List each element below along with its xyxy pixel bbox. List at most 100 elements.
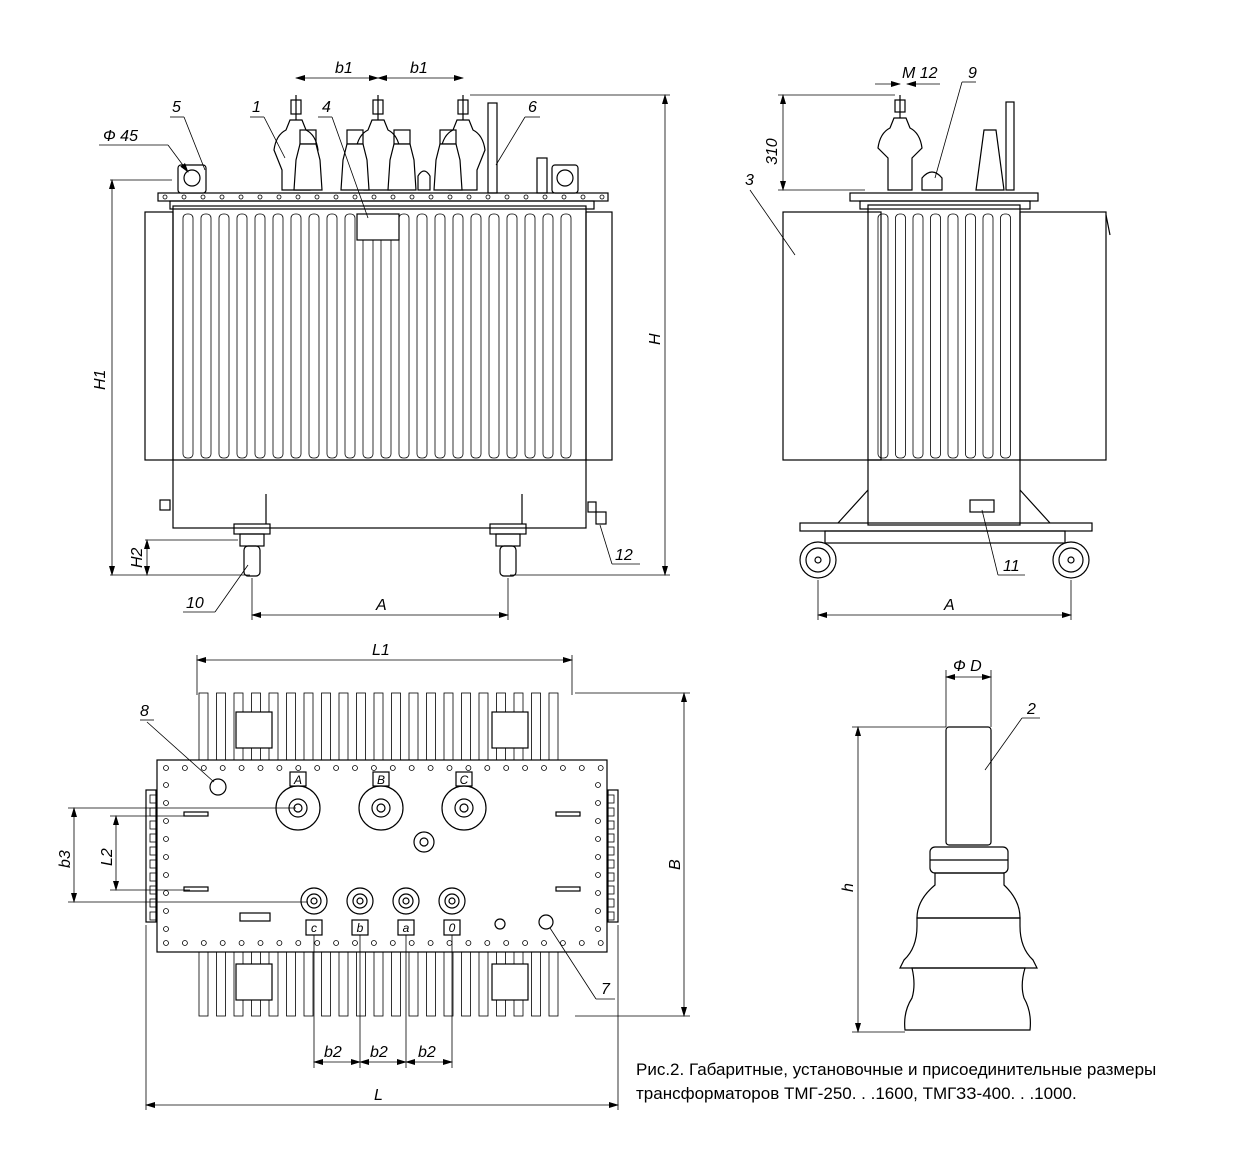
bottom-fin bbox=[548, 951, 559, 1017]
plate-bolt bbox=[427, 940, 434, 946]
cover-bolt bbox=[447, 194, 453, 200]
plate-bolt bbox=[181, 765, 188, 771]
plate-bolt bbox=[408, 940, 415, 946]
base-frame bbox=[799, 522, 1093, 532]
callout-2: 2 bbox=[1026, 701, 1036, 718]
gauge-pipe bbox=[487, 102, 498, 194]
dim-L1: L1 bbox=[372, 642, 390, 659]
top-fin bbox=[478, 692, 489, 761]
cover-bolt bbox=[200, 194, 206, 200]
plate-bolt bbox=[595, 782, 601, 788]
cover-bolt bbox=[390, 194, 396, 200]
top-fin bbox=[356, 692, 366, 761]
plate-bolt bbox=[200, 765, 207, 771]
side-tank-body bbox=[867, 204, 1021, 526]
plate-bolt bbox=[595, 800, 601, 806]
hv-bushings bbox=[273, 95, 486, 191]
plate-bolt bbox=[163, 872, 169, 878]
plate-bolt bbox=[163, 800, 169, 806]
radiator-fin bbox=[290, 213, 302, 459]
cover-bolt bbox=[276, 194, 282, 200]
side-lv-bushing bbox=[975, 129, 1005, 191]
lv-terminal-outer bbox=[392, 887, 420, 915]
tank-body bbox=[172, 205, 587, 529]
top-bracket bbox=[235, 711, 273, 749]
radiator-fin bbox=[380, 213, 392, 459]
plate-bolt bbox=[595, 836, 601, 842]
side-wheel-left bbox=[799, 541, 837, 579]
cover-bolt bbox=[580, 194, 586, 200]
top-fin bbox=[443, 692, 454, 761]
side-gas-relay bbox=[921, 171, 943, 191]
right-radiator bbox=[585, 211, 613, 461]
top-fin bbox=[548, 692, 559, 761]
radiator-fin bbox=[560, 213, 572, 459]
hv-terminal-label: A bbox=[293, 773, 302, 787]
plate-bolt bbox=[595, 926, 601, 932]
bottom-fin bbox=[531, 951, 541, 1017]
plate-bolt bbox=[295, 940, 302, 946]
top-fin bbox=[303, 692, 314, 761]
dim-b2-3: b2 bbox=[418, 1044, 436, 1061]
side-fin bbox=[895, 213, 906, 459]
plate-bolt bbox=[522, 940, 528, 946]
bottom-fin bbox=[478, 951, 489, 1017]
dim-phi45: Ф 45 bbox=[103, 128, 138, 145]
cover-bolt bbox=[466, 194, 472, 200]
plate-bolt bbox=[219, 940, 226, 946]
callout-8: 8 bbox=[140, 703, 149, 720]
dim-H1: H1 bbox=[92, 370, 109, 390]
plate-bolt bbox=[465, 765, 472, 771]
plate-bolt bbox=[446, 765, 453, 771]
radiator-fin bbox=[506, 213, 518, 459]
hv-terminal-inner bbox=[454, 798, 474, 818]
plate-bolt bbox=[314, 765, 321, 771]
drain-valve bbox=[969, 499, 995, 513]
plate-bolt bbox=[163, 782, 169, 788]
dim-b1-left: b1 bbox=[335, 60, 353, 77]
callout-1: 1 bbox=[252, 99, 261, 116]
wheel-bracket bbox=[233, 523, 271, 535]
plate-bolt bbox=[333, 765, 340, 771]
callout-10: 10 bbox=[186, 595, 204, 612]
bottom-fin bbox=[303, 951, 314, 1017]
callout-9: 9 bbox=[968, 65, 977, 82]
wheel bbox=[243, 545, 261, 577]
rating-plate bbox=[356, 213, 400, 241]
lv-bushing-insulator bbox=[387, 143, 417, 191]
plate-bolt bbox=[560, 940, 566, 946]
plate-bolt bbox=[595, 908, 601, 914]
radiator-fin bbox=[524, 213, 536, 459]
caption-line-1: Рис.2. Габаритные, установочные и присое… bbox=[636, 1060, 1157, 1079]
plate-bolt bbox=[163, 908, 169, 914]
radiator-fin bbox=[434, 213, 446, 459]
plate-bolt bbox=[352, 765, 358, 771]
hv-terminal-label-box bbox=[289, 771, 307, 787]
dim-B: B bbox=[667, 859, 684, 870]
pressure-relief bbox=[413, 831, 435, 853]
radiator-fin bbox=[236, 213, 248, 459]
dim-b2-1: b2 bbox=[324, 1044, 342, 1061]
top-fin bbox=[408, 692, 419, 761]
plate-bolt bbox=[314, 940, 321, 946]
hv-terminal-label: B bbox=[377, 773, 385, 787]
dim-H: H bbox=[647, 333, 664, 345]
lv-terminal-inner bbox=[444, 893, 460, 909]
side-fin bbox=[965, 213, 976, 459]
radiator-fin bbox=[416, 213, 428, 459]
plate-bolt bbox=[163, 890, 169, 896]
bottom-fin bbox=[426, 951, 436, 1017]
side-gauge-pipe bbox=[1005, 101, 1015, 191]
plate-bolt bbox=[370, 765, 377, 771]
side-view: M 12 310 A 3 9 11 bbox=[745, 65, 1111, 620]
cover-bolt bbox=[314, 194, 320, 200]
dim-L2: L2 bbox=[99, 848, 116, 866]
radiator-fin bbox=[200, 213, 212, 459]
top-fin bbox=[391, 692, 401, 761]
plate-bolt bbox=[276, 940, 283, 946]
hv-terminal-label-box bbox=[455, 771, 473, 787]
cover-bolt bbox=[599, 194, 605, 200]
